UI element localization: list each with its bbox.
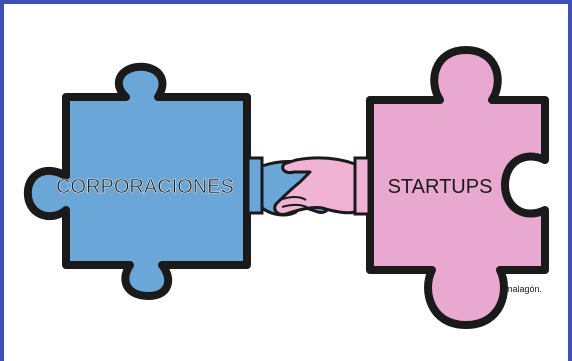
pink-hand-fingers bbox=[279, 196, 309, 209]
artist-signature: malagón. bbox=[505, 284, 542, 294]
pink-hand bbox=[273, 156, 357, 216]
startups-puzzle-piece bbox=[366, 46, 549, 329]
blue-sleeve-cuff bbox=[246, 156, 264, 215]
startups-label: STARTUPS bbox=[388, 176, 493, 198]
corporaciones-label: CORPORACIONES bbox=[56, 176, 234, 198]
corporaciones-puzzle-piece bbox=[23, 62, 251, 300]
pink-sleeve-cuff bbox=[353, 156, 371, 216]
